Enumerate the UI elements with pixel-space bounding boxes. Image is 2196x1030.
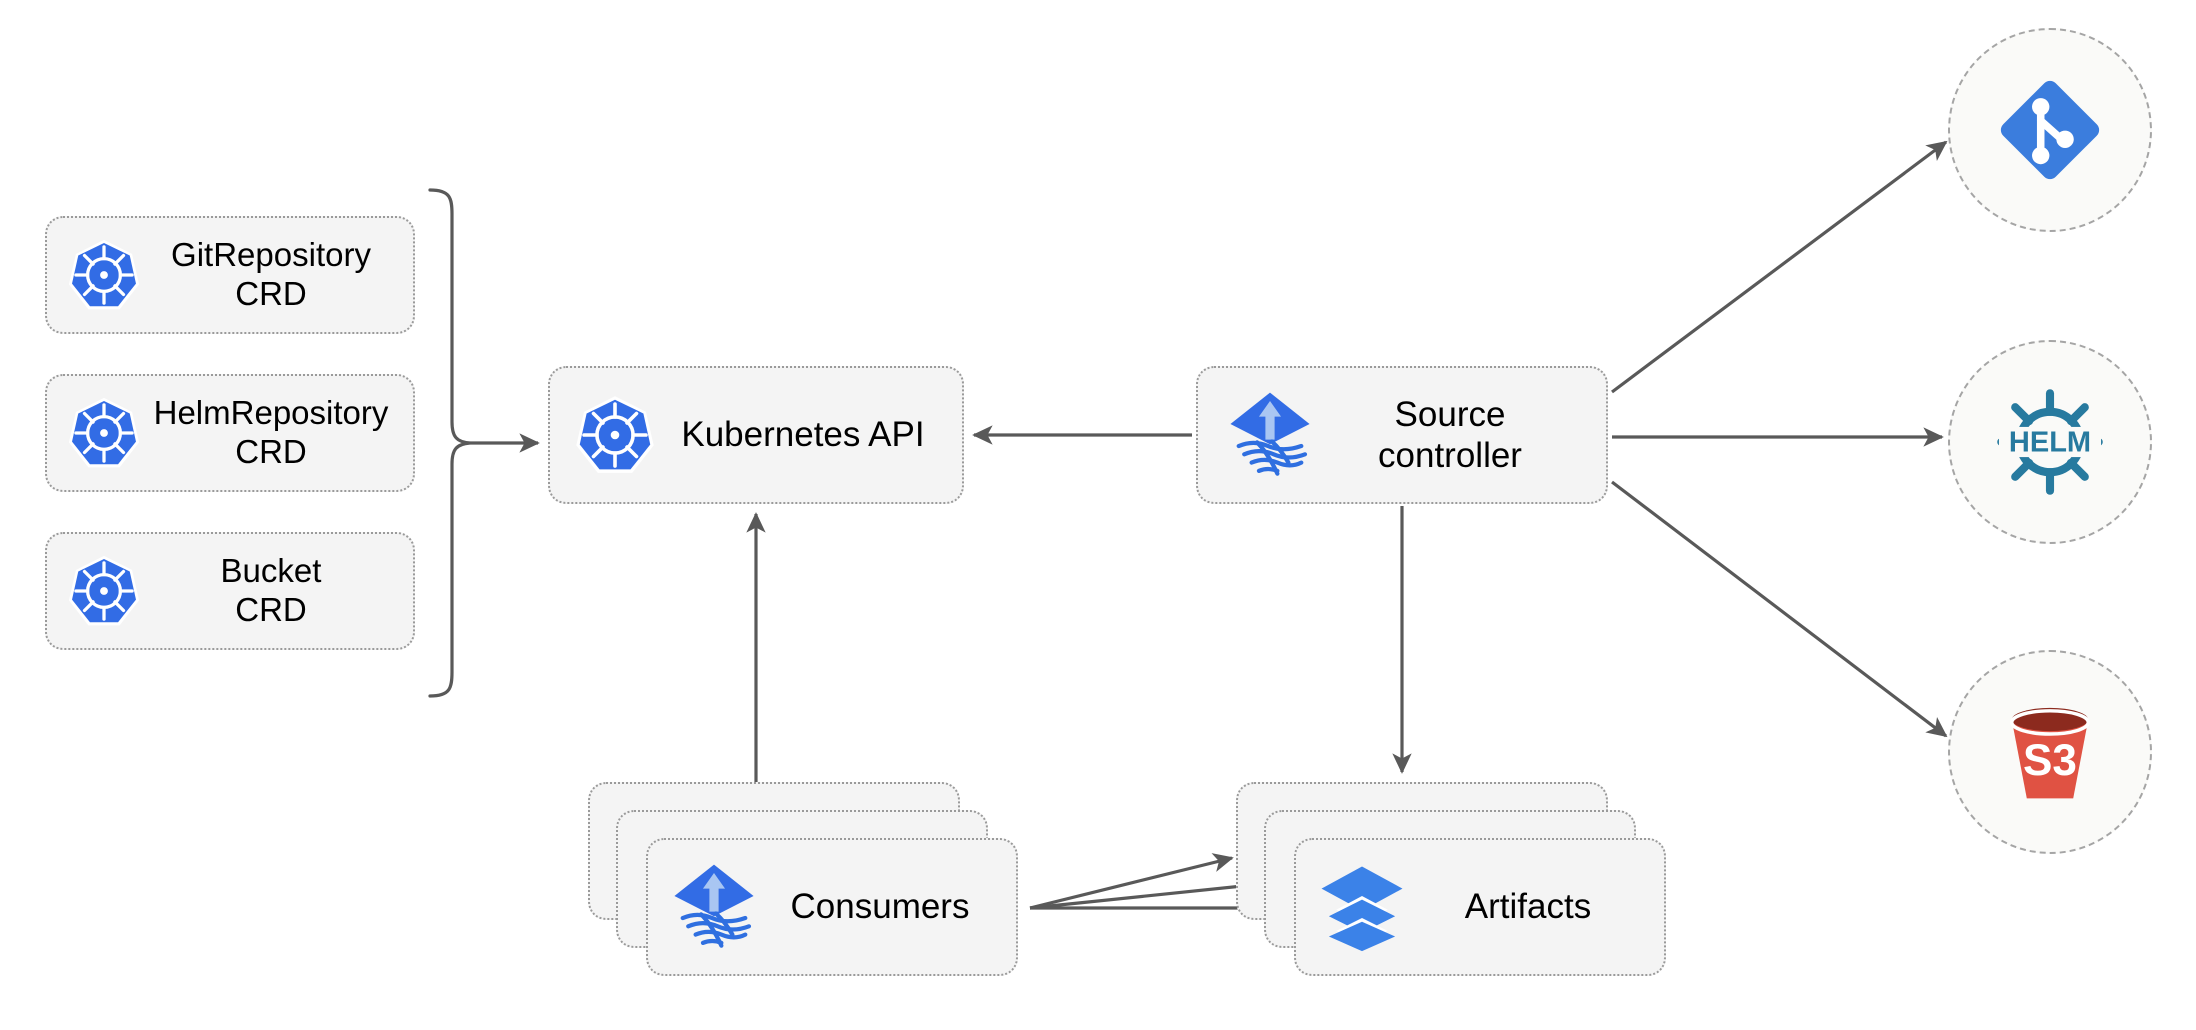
kubernetes-icon (65, 394, 143, 472)
edge-source-controller-to-s3 (1611, 480, 1948, 738)
crd-card-gitrepository[interactable]: GitRepository CRD (45, 216, 415, 334)
flux-icon (668, 861, 760, 953)
node-source-controller[interactable]: Source controller (1196, 366, 1608, 504)
artifacts-card-front[interactable]: Artifacts (1294, 838, 1666, 976)
layers-icon (1316, 861, 1408, 953)
crd-card-label: Bucket CRD (220, 552, 322, 628)
node-helm-source[interactable]: HELM (1948, 340, 2152, 544)
consumers-card-front[interactable]: Consumers (646, 838, 1018, 976)
node-artifacts[interactable]: Artifacts (1236, 782, 1676, 982)
git-icon (1992, 72, 2108, 188)
edge-consumers-to-artifacts-1 (1029, 853, 1234, 910)
helm-label: HELM (2009, 426, 2091, 458)
crd-card-helmrepository[interactable]: HelmRepository CRD (45, 374, 415, 492)
flux-icon (1224, 389, 1316, 481)
node-label: Consumers (790, 887, 970, 927)
node-kubernetes-api[interactable]: Kubernetes API (548, 366, 964, 504)
kubernetes-icon (572, 392, 658, 478)
node-label: Source controller (1378, 394, 1522, 475)
kubernetes-icon (65, 236, 143, 314)
node-label: Kubernetes API (681, 415, 925, 455)
node-label: Artifacts (1464, 887, 1592, 927)
s3-label: S3 (2023, 736, 2077, 785)
node-consumers[interactable]: Consumers (588, 782, 1028, 982)
s3-bucket-icon: S3 (1992, 694, 2108, 810)
crd-card-bucket[interactable]: Bucket CRD (45, 532, 415, 650)
node-git-source[interactable] (1948, 28, 2152, 232)
edge-source-controller-to-git (1611, 140, 1948, 394)
helm-icon: HELM (1992, 384, 2108, 500)
crd-card-label: GitRepository CRD (171, 236, 371, 312)
crd-card-label: HelmRepository CRD (153, 394, 389, 470)
node-s3-bucket-source[interactable]: S3 (1948, 650, 2152, 854)
edge-consumers-to-artifacts-2 (1029, 876, 1264, 910)
kubernetes-icon (65, 552, 143, 630)
crd-group-bracket (428, 188, 471, 698)
